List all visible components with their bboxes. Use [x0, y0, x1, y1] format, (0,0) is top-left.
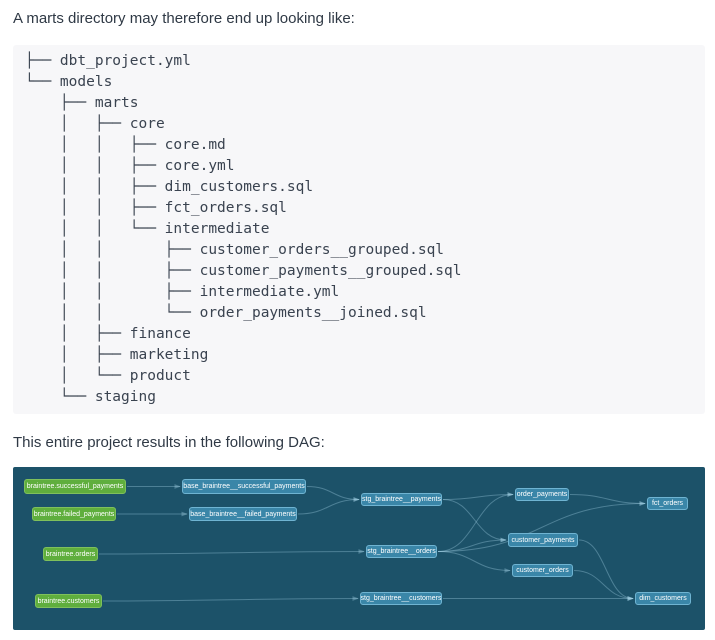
dag-node-braintree_customers: braintree.customers: [35, 594, 102, 608]
doc-content: A marts directory may therefore end up l…: [13, 9, 705, 630]
directory-tree-code-block: ├── dbt_project.yml └── models ├── marts…: [13, 45, 705, 414]
dag-image: braintree.successful_payments braintree.f…: [13, 467, 705, 630]
dag-node-dim_customers: dim_customers: [635, 592, 691, 605]
directory-tree: ├── dbt_project.yml └── models ├── marts…: [25, 53, 462, 405]
dag-edges: [98, 484, 646, 602]
dag-node-stg_braintree__payments: stg_braintree__payments: [361, 493, 442, 506]
dag-node-stg_braintree__orders: stg_braintree__orders: [366, 545, 437, 558]
dag-node-base_braintree__failed_payments: base_braintree__failed_payments: [189, 507, 297, 521]
dag-node-braintree_failed_payments: braintree.failed_payments: [32, 507, 116, 521]
dag-node-fct_orders: fct_orders: [647, 497, 688, 510]
dag-node-braintree_successful_payments: braintree.successful_payments: [24, 479, 126, 494]
dag-node-braintree_orders: braintree.orders: [43, 547, 98, 561]
dag-node-order_payments: order_payments: [515, 488, 569, 501]
dag-node-customer_payments: customer_payments: [508, 533, 578, 547]
dag-intro-text: This entire project results in the follo…: [13, 434, 325, 451]
dag-node-customer_orders: customer_orders: [512, 564, 573, 577]
intro-text: A marts directory may therefore end up l…: [13, 10, 355, 27]
dag-node-stg_braintree__customers: stg_braintree__customers: [360, 592, 442, 605]
dag-node-base_braintree__successful_payments: base_braintree__successful_payments: [182, 479, 306, 494]
